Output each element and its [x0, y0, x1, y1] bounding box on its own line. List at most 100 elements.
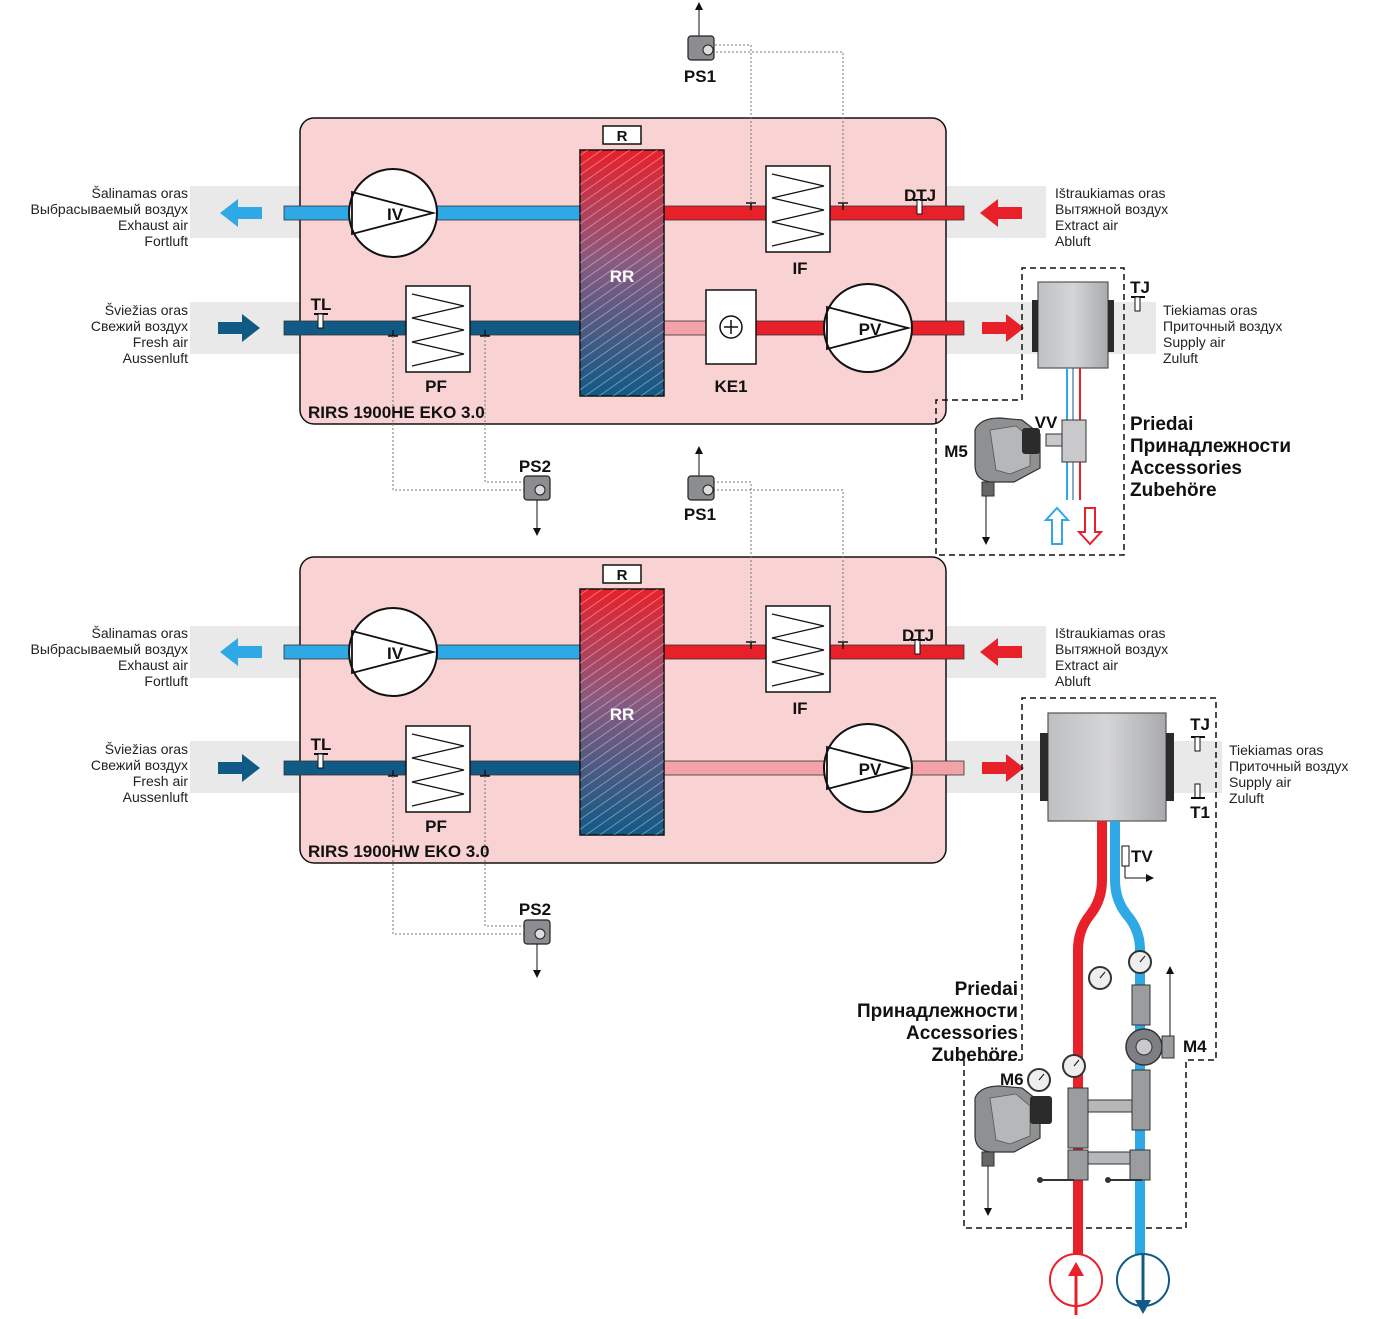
svg-text:Fresh air: Fresh air [133, 773, 189, 789]
supply-duct [663, 760, 965, 776]
svg-text:Fortluft: Fortluft [144, 673, 188, 689]
recuperator-texture [580, 150, 664, 396]
svg-text:Priedai: Priedai [955, 979, 1018, 1000]
accessories-boundary [963, 697, 1217, 1229]
water-in-arrow-icon [1043, 506, 1071, 545]
svg-text:Принадлежности: Принадлежности [857, 1001, 1018, 1022]
svg-text:Aussenluft: Aussenluft [123, 350, 188, 366]
temp-sensor-tj: TJ [1130, 278, 1150, 312]
extract-air-label: Ištraukiamas oras Вытяжной воздух Extrac… [1055, 625, 1168, 689]
pressure-switch-ps1: PS1 [684, 2, 716, 86]
svg-text:Accessories: Accessories [1130, 458, 1242, 479]
svg-text:Приточный воздух: Приточный воздух [1163, 318, 1282, 334]
filter-pleats [411, 733, 465, 807]
accessories-boundary [935, 267, 1125, 556]
fresh-arrow-icon [218, 754, 260, 782]
fan-triangle-icon [351, 629, 437, 675]
svg-text:Выбрасываемый воздух: Выбрасываемый воздух [31, 201, 189, 217]
duct-water-heater-icon [1037, 281, 1109, 369]
dtj-label: DTJ [902, 626, 934, 645]
pressure-switch-ps2: PS2 [519, 900, 551, 978]
iv-label: IV [387, 205, 404, 224]
svg-text:Extract air: Extract air [1055, 657, 1118, 673]
exhaust-arrow-icon [220, 199, 262, 227]
svg-text:Šviežias oras: Šviežias oras [105, 741, 188, 757]
exhaust-arrow-icon [220, 638, 262, 666]
extract-arrow-icon [980, 199, 1022, 227]
svg-text:Priedai: Priedai [1130, 414, 1193, 435]
svg-text:Zuluft: Zuluft [1163, 350, 1198, 366]
supply-fan-icon [823, 723, 913, 813]
fresh-air-label: Šviežias oras Свежий воздух Fresh air Au… [91, 302, 188, 366]
svg-text:Šalinamas oras: Šalinamas oras [92, 625, 189, 641]
water-return-icon [1116, 1253, 1170, 1314]
if-label: IF [792, 699, 807, 718]
fresh-air-label: Šviežias oras Свежий воздух Fresh air Au… [91, 741, 188, 805]
svg-text:Свежий воздух: Свежий воздух [91, 757, 188, 773]
heater-flange [1032, 300, 1038, 352]
r-label: R [617, 567, 628, 584]
svg-text:Aussenluft: Aussenluft [123, 789, 188, 805]
vv-label: VV [1035, 413, 1058, 432]
accessories-label: Priedai Принадлежности Accessories Zubeh… [857, 979, 1018, 1066]
supply-arrow-icon [982, 754, 1024, 782]
pf-label: PF [425, 817, 447, 836]
svg-text:Supply air: Supply air [1163, 334, 1226, 350]
iv-label: IV [387, 644, 404, 663]
svg-text:Zubehöre: Zubehöre [1130, 480, 1217, 501]
exhaust-air-label: Šalinamas oras Выбрасываемый воздух Exha… [31, 185, 189, 249]
dtj-label: DTJ [904, 186, 936, 205]
unit-he: RR R IV IF PF KE1 PV TL [31, 2, 1291, 556]
svg-text:Свежий воздух: Свежий воздух [91, 318, 188, 334]
ps1-label: PS1 [684, 67, 716, 86]
model-label: RIRS 1900HE EKO 3.0 [308, 403, 485, 422]
if-label: IF [792, 259, 807, 278]
svg-text:Ištraukiamas oras: Ištraukiamas oras [1055, 185, 1165, 201]
supply-arrow-icon [982, 314, 1024, 342]
water-supply-icon [1049, 1253, 1103, 1315]
svg-text:Tiekiamas oras: Tiekiamas oras [1163, 302, 1257, 318]
t1-label: T1 [1190, 803, 1210, 822]
svg-text:Zuluft: Zuluft [1229, 790, 1264, 806]
ps2-label: PS2 [519, 900, 551, 919]
supply-water-pipe [1073, 821, 1107, 1265]
temp-sensor-dtj: DTJ [902, 626, 934, 655]
preheat-duct [663, 320, 707, 336]
m5-label: M5 [944, 442, 968, 461]
exhaust-fan-icon [348, 607, 438, 697]
svg-text:Fresh air: Fresh air [133, 334, 189, 350]
tv-label: TV [1131, 847, 1153, 866]
return-water-pipe [1110, 821, 1145, 1265]
rr-label: RR [610, 267, 635, 286]
actuator-m5-icon [974, 417, 1041, 545]
supply-air-label: Tiekiamas oras Приточный воздух Supply a… [1163, 302, 1282, 366]
duct-water-heater-icon [1047, 712, 1167, 822]
ps1-label: PS1 [684, 505, 716, 524]
svg-text:Šalinamas oras: Šalinamas oras [92, 185, 189, 201]
temp-sensor-tj: TJ [1190, 715, 1210, 752]
temp-sensor-tl: TL [311, 735, 331, 769]
mixing-unit-icon [1027, 950, 1175, 1183]
filter-pleats [411, 293, 465, 367]
pv-label: PV [859, 320, 882, 339]
temp-sensor-tl: TL [311, 295, 331, 329]
supply-fan-icon [823, 283, 913, 373]
svg-text:Exhaust air: Exhaust air [118, 657, 188, 673]
svg-text:Fortluft: Fortluft [144, 233, 188, 249]
svg-text:Приточный воздух: Приточный воздух [1229, 758, 1348, 774]
svg-text:Zubehöre: Zubehöre [931, 1045, 1018, 1066]
svg-text:Ištraukiamas oras: Ištraukiamas oras [1055, 625, 1165, 641]
svg-text:Выбрасываемый воздух: Выбрасываемый воздух [31, 641, 189, 657]
svg-text:Supply air: Supply air [1229, 774, 1292, 790]
m6-label: M6 [1000, 1070, 1024, 1089]
rotor-drive-box [602, 125, 642, 145]
temp-sensor-dtj: DTJ [904, 186, 936, 215]
water-out-arrow-icon [1076, 507, 1104, 546]
svg-text:Šviežias oras: Šviežias oras [105, 302, 188, 318]
extract-air-label: Ištraukiamas oras Вытяжной воздух Extrac… [1055, 185, 1168, 249]
temp-sensor-t1: T1 [1190, 783, 1210, 822]
accessories-label: Priedai Принадлежности Accessories Zubeh… [1130, 414, 1291, 501]
ps2-label: PS2 [519, 457, 551, 476]
pressure-switch-ps1: PS1 [684, 446, 716, 524]
